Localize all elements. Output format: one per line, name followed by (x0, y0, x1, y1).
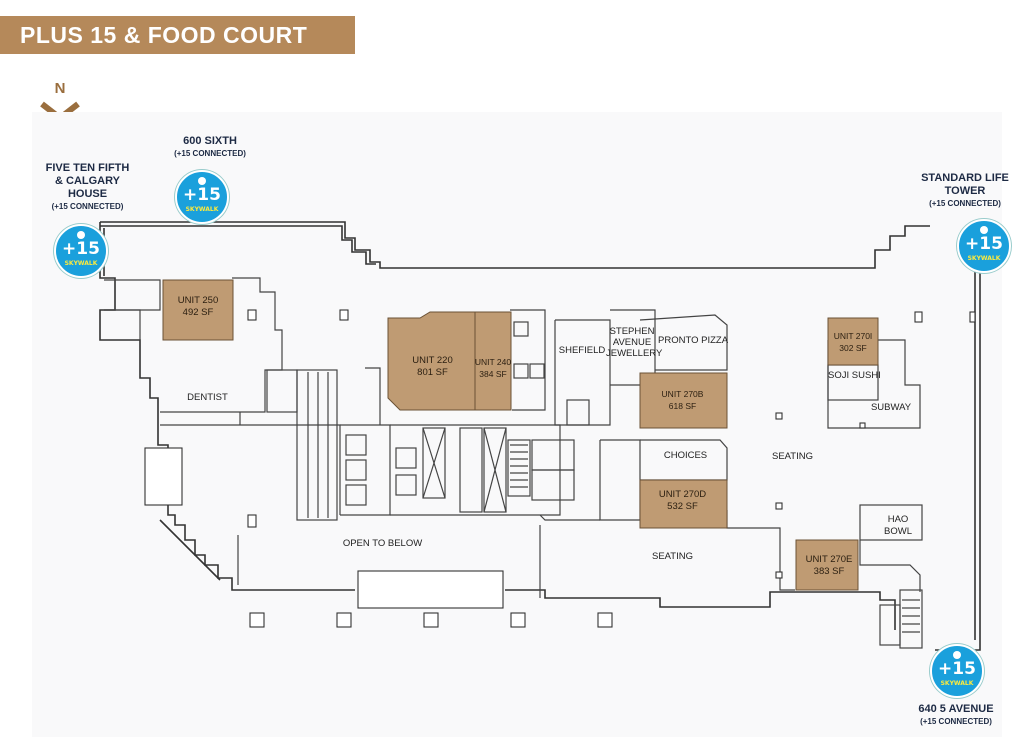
tenant-shefield: SHEFIELD (558, 345, 606, 356)
unit-name: UNIT 270E (805, 554, 853, 565)
badge-text: SKYWALK (967, 255, 1001, 262)
tenant-subway: SUBWAY (870, 402, 912, 413)
plus15-skywalk-icon[interactable]: +15 SKYWALK (930, 644, 984, 698)
area-seating-south: SEATING (652, 551, 693, 562)
tenant-choices: CHOICES (663, 450, 708, 461)
badge-text: SKYWALK (940, 680, 974, 687)
connection-640-5-avenue: 640 5 AVENUE (+15 CONNECTED) (906, 703, 1006, 727)
badge-symbol: +15 (938, 659, 976, 679)
unit-220-label[interactable]: UNIT 220 801 SF (400, 355, 465, 379)
unit-area: 384 SF (479, 369, 507, 379)
badge-symbol: +15 (183, 185, 221, 205)
plus15-skywalk-icon[interactable]: +15 SKYWALK (175, 170, 229, 224)
plus15-skywalk-icon[interactable]: +15 SKYWALK (957, 219, 1011, 273)
unit-name: UNIT 270I (833, 331, 873, 341)
unit-name: UNIT 270D (658, 489, 707, 500)
unit-name: UNIT 240 (474, 357, 512, 367)
unit-270e-label[interactable]: UNIT 270E 383 SF (798, 554, 860, 578)
connection-sub: (+15 CONNECTED) (929, 199, 1001, 208)
unit-name: UNIT 220 (412, 355, 453, 366)
tenant-line: STEPHEN (609, 326, 655, 337)
tenant-dentist: DENTIST (187, 392, 228, 403)
unit-area: 801 SF (417, 367, 448, 378)
badge-text: SKYWALK (185, 206, 219, 213)
unit-area: 383 SF (813, 566, 845, 577)
pedestrian-icon (77, 231, 85, 239)
plus15-skywalk-icon[interactable]: +15 SKYWALK (54, 224, 108, 278)
connection-name-line: 600 SIXTH (183, 135, 237, 147)
pedestrian-icon (198, 177, 206, 185)
north-letter: N (54, 80, 66, 97)
connection-sub: (+15 CONNECTED) (51, 202, 124, 211)
badge-text: SKYWALK (64, 260, 98, 267)
unit-270d-label[interactable]: UNIT 270D 532 SF (645, 489, 720, 513)
unit-240-label[interactable]: UNIT 240 384 SF (474, 356, 512, 380)
unit-250-label[interactable]: UNIT 250 492 SF (163, 295, 233, 319)
unit-area: 302 SF (839, 343, 867, 353)
columns (144, 309, 976, 628)
connection-name-line: 640 5 AVENUE (918, 703, 994, 715)
available-units (162, 279, 879, 591)
connection-standard-life: STANDARD LIFE TOWER (+15 CONNECTED) (910, 172, 1020, 209)
badge-symbol: +15 (965, 234, 1003, 254)
connection-five-ten-fifth: FIVE TEN FIFTH & CALGARY HOUSE (+15 CONN… (40, 162, 135, 212)
tenant-line: HAO (887, 514, 909, 525)
tenant-pronto-pizza: PRONTO PIZZA (658, 335, 729, 346)
unit-270i-label[interactable]: UNIT 270I 302 SF (828, 330, 878, 354)
pedestrian-icon (953, 651, 961, 659)
unit-area: 532 SF (667, 501, 698, 512)
connection-name-line: FIVE TEN FIFTH (45, 162, 130, 174)
connection-600-sixth: 600 SIXTH (+15 CONNECTED) (160, 135, 260, 159)
tenant-line: JEWELLERY (606, 348, 663, 359)
tenant-stephen-avenue-jewellery: STEPHEN AVENUE JEWELLERY (606, 326, 663, 359)
unit-name: UNIT 270B (661, 389, 704, 399)
tenant-soji-sushi: SOJI SUSHI (828, 370, 881, 381)
connection-name-line: STANDARD LIFE (921, 172, 1009, 184)
connection-name-line: TOWER (944, 185, 986, 197)
tenant-line: BOWL (884, 526, 912, 537)
area-seating-east: SEATING (772, 451, 813, 462)
connection-sub: (+15 CONNECTED) (174, 149, 246, 158)
page-title: PLUS 15 & FOOD COURT (0, 16, 355, 54)
tenant-line: AVENUE (612, 337, 652, 348)
unit-name: UNIT 250 (177, 295, 219, 306)
connection-sub: (+15 CONNECTED) (920, 717, 992, 726)
connection-name-line: & CALGARY (55, 175, 120, 187)
badge-symbol: +15 (62, 239, 100, 259)
tenant-hao-bowl: HAO BOWL (874, 514, 922, 538)
pedestrian-icon (980, 226, 988, 234)
unit-area: 618 SF (668, 401, 697, 411)
area-open-to-below: OPEN TO BELOW (342, 538, 423, 549)
unit-area: 492 SF (182, 307, 214, 318)
unit-270b-label[interactable]: UNIT 270B 618 SF (645, 388, 720, 412)
connection-name-line: HOUSE (67, 188, 108, 200)
interior-walls (104, 277, 923, 649)
